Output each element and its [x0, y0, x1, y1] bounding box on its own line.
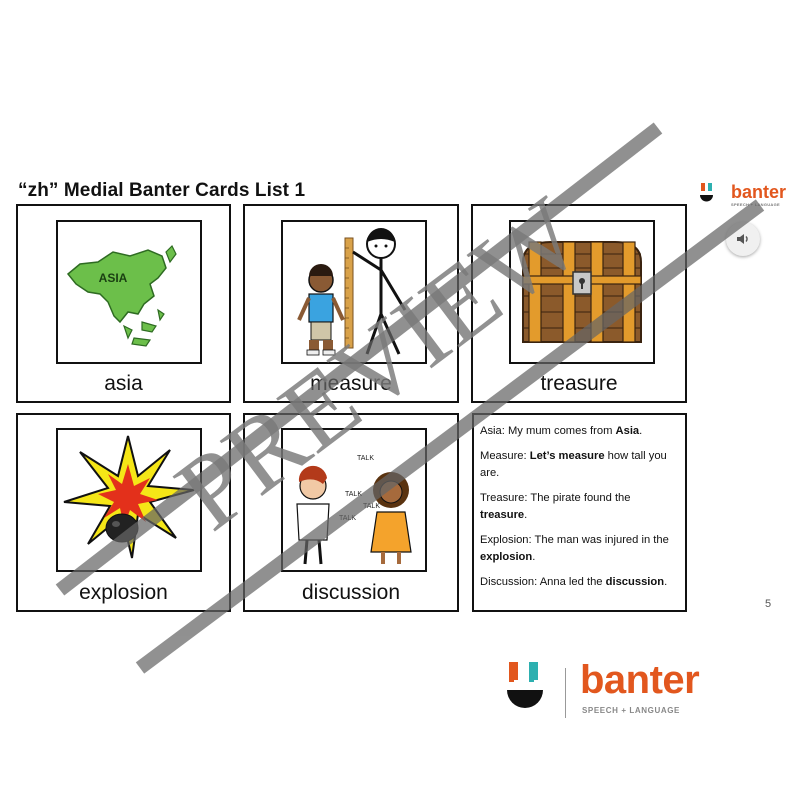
page-number: 5: [765, 598, 772, 610]
height-measure-icon: [297, 228, 407, 356]
brand-tagline: SPEECH + LANGUAGE: [731, 202, 780, 207]
banter-logo-small: banter SPEECH + LANGUAGE: [697, 182, 792, 209]
card-discussion[interactable]: TALK TALK TALK TALK discussion: [243, 413, 459, 612]
brand-name: banter: [731, 182, 787, 202]
treasure-chest-icon: [522, 241, 642, 343]
card-label: treasure: [540, 372, 618, 395]
card-picture: [509, 220, 655, 364]
brand-name: banter: [580, 658, 700, 702]
sentence: Asia: My mum comes from Asia.: [480, 425, 643, 437]
sentence: Treasure: The pirate found the treasure.: [480, 492, 631, 521]
card-picture: ASIA: [56, 220, 202, 364]
card-treasure[interactable]: treasure: [471, 204, 687, 403]
explosion-icon: [63, 435, 195, 559]
card-label: explosion: [79, 581, 168, 604]
sentence: Explosion: The man was injured in the ex…: [480, 534, 669, 563]
talk-text: TALK: [357, 455, 374, 462]
example-sentences-card: Asia: My mum comes from Asia. Measure: L…: [472, 413, 687, 612]
card-label: discussion: [301, 581, 401, 604]
logo-divider: [565, 668, 566, 718]
banter-mark-icon: [700, 183, 713, 202]
card-picture: [281, 220, 427, 364]
card-picture: TALK TALK TALK TALK: [281, 428, 427, 572]
card-asia[interactable]: ASIA asia: [16, 204, 231, 403]
card-picture: [56, 428, 202, 572]
talk-text: TALK: [345, 491, 362, 498]
brand-tagline: SPEECH + LANGUAGE: [582, 706, 680, 715]
talk-text: TALK: [339, 515, 356, 522]
asia-map-icon: ASIA: [66, 244, 177, 347]
speaker-icon: [737, 234, 748, 244]
banter-mark-icon: [507, 662, 543, 708]
audio-button[interactable]: [726, 222, 760, 256]
two-people-talking-icon: TALK TALK TALK TALK: [296, 455, 412, 565]
card-label: measure: [310, 372, 392, 395]
sentence: Measure: Let’s measure how tall you are.: [480, 450, 667, 479]
card-explosion[interactable]: explosion: [16, 413, 231, 612]
map-label: ASIA: [99, 271, 128, 285]
sentence: Discussion: Anna led the discussion.: [480, 576, 668, 588]
page-title: “zh” Medial Banter Cards List 1: [18, 180, 306, 201]
banter-logo-large: banter SPEECH + LANGUAGE: [505, 658, 735, 730]
card-measure[interactable]: measure: [243, 204, 459, 403]
card-label: asia: [104, 372, 143, 395]
talk-text: TALK: [363, 503, 380, 510]
